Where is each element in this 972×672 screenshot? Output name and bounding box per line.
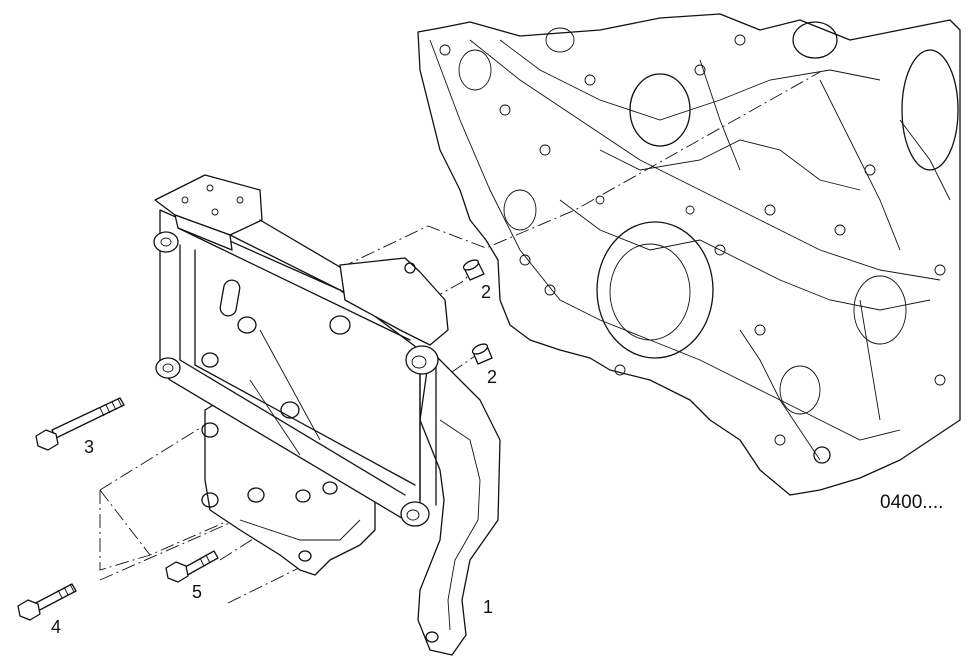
bolt-4 — [17, 583, 77, 621]
callout-part-5: 5 — [192, 582, 202, 602]
callout-part-2-lower: 2 — [487, 367, 497, 387]
callout-labels: 1 2 2 3 4 5 — [51, 282, 497, 637]
bolt-5 — [165, 550, 219, 583]
dowel-pin-lower — [471, 343, 493, 365]
callout-part-4: 4 — [51, 617, 61, 637]
support-bracket — [153, 174, 501, 656]
callout-part-1: 1 — [483, 597, 493, 617]
dowel-pins — [462, 259, 493, 365]
callout-part-3: 3 — [84, 437, 94, 457]
bolt-3 — [35, 397, 125, 451]
callout-part-2-upper: 2 — [481, 282, 491, 302]
drawing-reference-code: 0400.... — [880, 492, 943, 513]
dowel-pin-upper — [462, 259, 485, 281]
engine-block — [417, 13, 961, 496]
